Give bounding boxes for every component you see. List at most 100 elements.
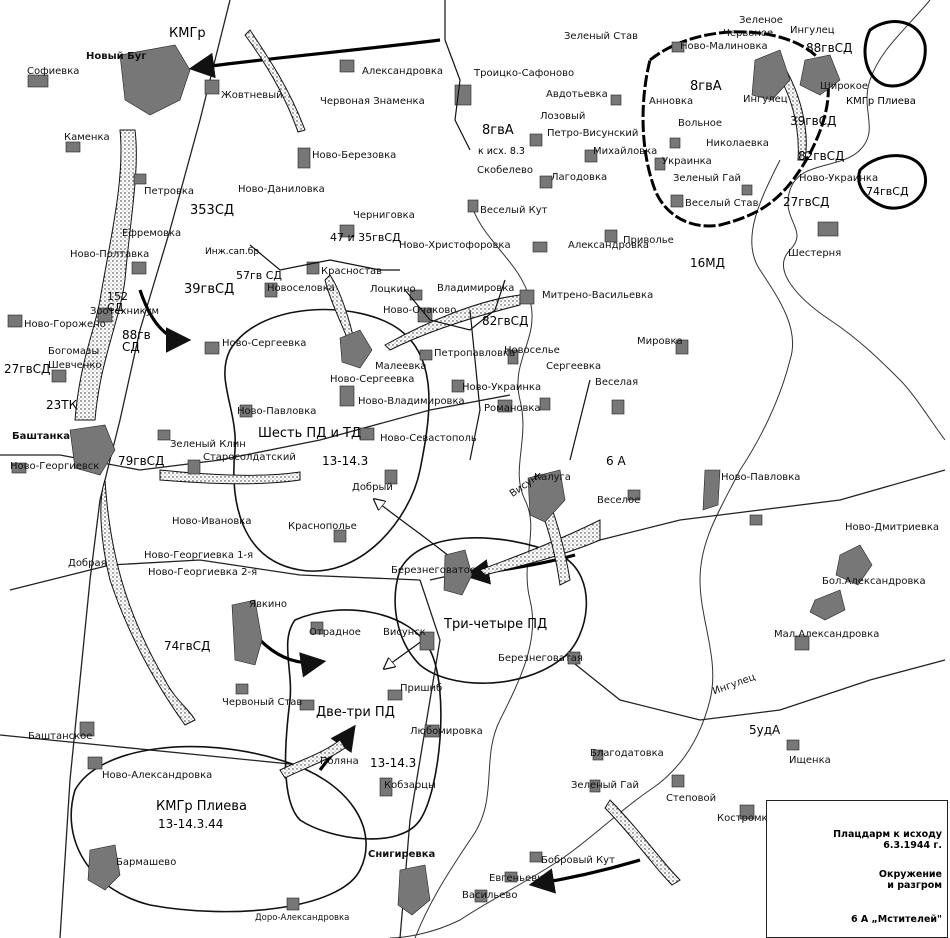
legend-bridgehead-text: Плацдарм к исходу 6.3.1944 г.	[833, 829, 942, 851]
label-shesternya: Шестерня	[788, 248, 842, 259]
label-lozovy: Лозовый	[540, 111, 586, 122]
label-kaluga: Калуга	[534, 472, 571, 483]
unit-47-35-gvsd: 47 и 35гвСД	[330, 231, 401, 244]
label-chervonaya-znamenka: Червоная Знаменка	[320, 96, 425, 107]
label-bereznegovatoe: Березнеговатое	[391, 565, 477, 576]
label-mirovka: Мировка	[637, 336, 683, 347]
unit-27-gvsd-e: 27гвСД	[783, 195, 830, 209]
unit-353-sd: 353СД	[190, 203, 235, 218]
unit-39-gvsd: 39гвСД	[184, 282, 235, 297]
unit-88-gvsd: 88гв СД	[122, 328, 151, 354]
legend-avengers-text: 6 А „Мстителей"	[850, 914, 942, 925]
label-novo-georgievka-2: Ново-Георгиевка 2-я	[148, 567, 258, 578]
label-barmashevo: Бармашево	[116, 857, 177, 868]
label-novo-danilovka: Ново-Даниловка	[238, 184, 325, 195]
label-lagodovka: Лагодовка	[551, 172, 608, 183]
label-mikhailovka: Михайловка	[593, 146, 658, 157]
label-sofievka: Софиевка	[27, 66, 80, 77]
label-privolie: Приволье	[623, 235, 674, 246]
label-petro-visunsky: Петро-Висунский	[547, 128, 639, 139]
label-vasilievo: Васильево	[462, 890, 518, 901]
unit-kmgr-top: КМГр	[169, 26, 206, 41]
label-novo-berezovka: Ново-Березовка	[312, 150, 397, 161]
unit-8-gva: 8гвА	[482, 123, 514, 138]
label-bashtanskoe: Баштанское	[28, 731, 93, 742]
label-novo-ukrainka-c: Ново-Украинка	[462, 382, 542, 393]
unit-74-gvsd-e: 74гвСД	[866, 185, 909, 198]
label-skobelevo: Скобелево	[477, 165, 534, 176]
label-vladimirovka: Владимировка	[437, 283, 515, 294]
label-bereznegovataya: Березнеговатая	[498, 653, 583, 664]
label-novo-georgievka-1: Ново-Георгиевка 1-я	[144, 550, 254, 561]
zone-two-three-label: Две-три ПД	[316, 705, 395, 720]
unit-8-gva-ish: к исх. 8.3	[478, 146, 525, 157]
label-shevchenko: Шевченко	[48, 360, 102, 371]
label-polyana: Поляна	[320, 756, 359, 767]
unit-8-gva-e: 8гвА	[690, 79, 722, 94]
label-annovka: Анновка	[649, 96, 694, 107]
label-shirokoe: Широкое	[820, 81, 868, 92]
unit-23-tk: 23ТК	[46, 398, 78, 412]
label-zeleny-gai-s: Зеленый Гай	[571, 780, 639, 791]
label-nikolaevka: Николаевка	[706, 138, 769, 149]
zone-six-date: 13-14.3	[322, 454, 369, 468]
unit-inzh-sap: Инж.сап.бр.	[205, 247, 262, 257]
label-kostromka: Костромка	[717, 813, 774, 824]
label-ukrainka: Украинка	[662, 156, 712, 167]
label-zelenoe: Зеленое	[739, 15, 783, 26]
label-zeleny-gai-n: Зеленый Гай	[673, 173, 741, 184]
label-zeleny-stav-n: Зеленый Став	[564, 31, 639, 42]
zone-two-three-date: 13-14.3	[370, 756, 417, 770]
unit-16-md: 16МД	[690, 256, 725, 270]
settlement-blocks	[7, 41, 873, 916]
label-novo-malinovka: Ново-Малиновка	[680, 41, 768, 52]
label-romanovka: Романовка	[484, 403, 541, 414]
label-visunsk: Висунск	[383, 627, 426, 638]
label-zeleny-klin: Зеленый Клин	[170, 439, 246, 450]
unit-82-gvsd-e: 82гвСД	[798, 149, 845, 163]
unit-5-uda: 5удА	[749, 723, 781, 737]
label-chervonoe: Червоное	[723, 28, 774, 39]
front-lines	[249, 0, 591, 461]
label-mitreno-vasilievka: Митрено-Васильевка	[542, 290, 654, 301]
label-troitsko-safonovo: Троицко-Сафоново	[474, 68, 575, 79]
label-sergeevka: Сергеевка	[546, 361, 602, 372]
label-novo-dmitrievka: Ново-Дмитриевка	[845, 522, 939, 533]
label-novo-gorozheno: Ново-Горожено	[24, 319, 106, 330]
unit-82-gvsd-c: 82гвСД	[482, 314, 529, 328]
label-aleksandrovka-c: Александровка	[568, 240, 650, 251]
unit-57-gvsd: 57гв СД	[236, 269, 283, 282]
bridgehead-ingulets	[641, 20, 927, 228]
label-ingulets: Ингулец	[743, 94, 788, 105]
label-bogomazy: Богомазы	[48, 346, 100, 357]
label-prishib: Пришиб	[400, 683, 443, 694]
legend	[766, 800, 948, 938]
unit-74-gvsd-s: 74гвСД	[164, 639, 211, 653]
label-otradnoe: Отрадное	[309, 627, 361, 638]
unit-88-gvsd-e: 88гвСД	[806, 41, 853, 55]
label-novo-sevastopol: Ново-Севастополь	[380, 433, 477, 444]
label-zootekhnikum: Зоотехникум	[90, 306, 160, 317]
label-dobraya: Добрая	[68, 558, 107, 569]
label-bobrovy-kut: Бобровый Кут	[541, 855, 615, 866]
label-ingulets-top: Ингулец	[790, 25, 835, 36]
label-aleksandrovka-n: Александровка	[362, 66, 444, 77]
legend-encirclement-text: Окружение и разгром	[878, 869, 942, 891]
label-lyubomirovka: Любомировка	[410, 726, 483, 737]
label-petropavlovka: Петропавловка	[434, 348, 516, 359]
label-novoselovka: Новоселовка	[267, 283, 335, 294]
unit-27-gvsd-w: 27гвСД	[4, 362, 51, 376]
label-novo-pavlovka-e: Ново-Павловка	[721, 472, 801, 483]
label-kobzartsy: Кобзарцы	[384, 780, 436, 791]
label-avdotievka: Авдотьевка	[546, 89, 608, 100]
unit-kmgr-plieva-top: КМГр Плиева	[846, 96, 916, 107]
label-chernigovka: Черниговка	[353, 210, 415, 221]
label-maleevka: Малеевка	[375, 361, 427, 372]
unit-152-sd: 152 СД	[107, 290, 128, 314]
label-snigirevka: Снигиревка	[368, 849, 436, 860]
label-novo-vladimirovka: Ново-Владимировка	[358, 396, 465, 407]
label-novo-ukrainka-e: Ново-Украинка	[799, 173, 879, 184]
label-veselaya: Веселая	[595, 377, 639, 388]
label-petrovka: Петровка	[144, 186, 195, 197]
label-novo-georgievsk: Ново-Георгиевск	[10, 461, 100, 472]
